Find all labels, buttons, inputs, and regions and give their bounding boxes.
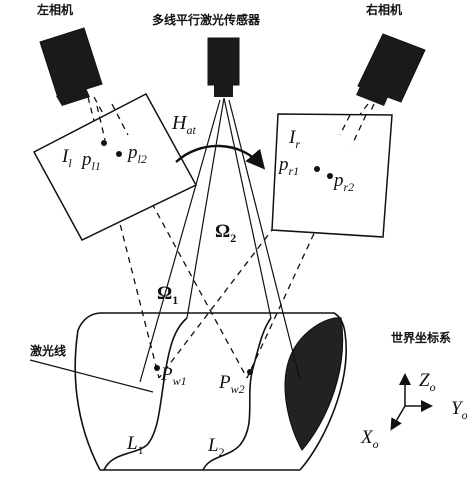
symbol-l1: L1 bbox=[126, 433, 144, 457]
left-image-plane bbox=[32, 92, 198, 241]
point-pw1 bbox=[154, 365, 160, 371]
laser-line-label: 激光线 bbox=[30, 343, 66, 358]
sensor-label: 多线平行激光传感器 bbox=[152, 12, 261, 27]
laser-line-leader bbox=[29, 359, 154, 393]
symbol-xo: Xo bbox=[360, 427, 379, 451]
symbol-omega1: Ω1 bbox=[157, 283, 178, 307]
right-camera-icon bbox=[356, 33, 426, 106]
homography-arrow bbox=[175, 144, 266, 170]
dark-end-face bbox=[284, 317, 344, 452]
laser-curve-l2 bbox=[202, 317, 272, 471]
left-camera-label: 左相机 bbox=[36, 2, 73, 17]
symbol-pl1: pl1 bbox=[80, 149, 101, 173]
symbol-ir: Ir bbox=[288, 127, 300, 151]
symbol-pr1: pr1 bbox=[277, 154, 299, 178]
symbol-il: Il bbox=[61, 146, 72, 170]
point-pw2 bbox=[247, 369, 253, 375]
symbol-yo: Yo bbox=[451, 398, 468, 422]
point-pr1 bbox=[314, 166, 320, 172]
laser-curves bbox=[103, 317, 272, 471]
left-camera-icon bbox=[39, 27, 103, 106]
symbol-omega2: Ω2 bbox=[215, 221, 236, 245]
world-frame-label: 世界坐标系 bbox=[391, 330, 451, 345]
symbol-pl2: pl2 bbox=[126, 142, 147, 166]
symbol-h-at: Hat bbox=[171, 112, 196, 137]
point-pl2 bbox=[116, 151, 122, 157]
sensor-icon bbox=[207, 37, 240, 97]
point-pl1 bbox=[101, 140, 107, 146]
world-axes bbox=[390, 373, 433, 431]
point-pr2 bbox=[327, 173, 333, 179]
rays-through-planes bbox=[96, 103, 367, 146]
symbol-zo: Zo bbox=[419, 370, 436, 394]
symbol-pr2: pr2 bbox=[332, 170, 354, 194]
cylinder-workpiece bbox=[74, 312, 347, 471]
points bbox=[101, 140, 333, 375]
symbol-pw1: Pw1 bbox=[160, 364, 187, 388]
laser-curve-l1 bbox=[103, 317, 188, 471]
symbol-l2: L2 bbox=[207, 435, 225, 459]
symbol-pw2: Pw2 bbox=[218, 372, 245, 396]
right-camera-label: 右相机 bbox=[365, 2, 402, 17]
